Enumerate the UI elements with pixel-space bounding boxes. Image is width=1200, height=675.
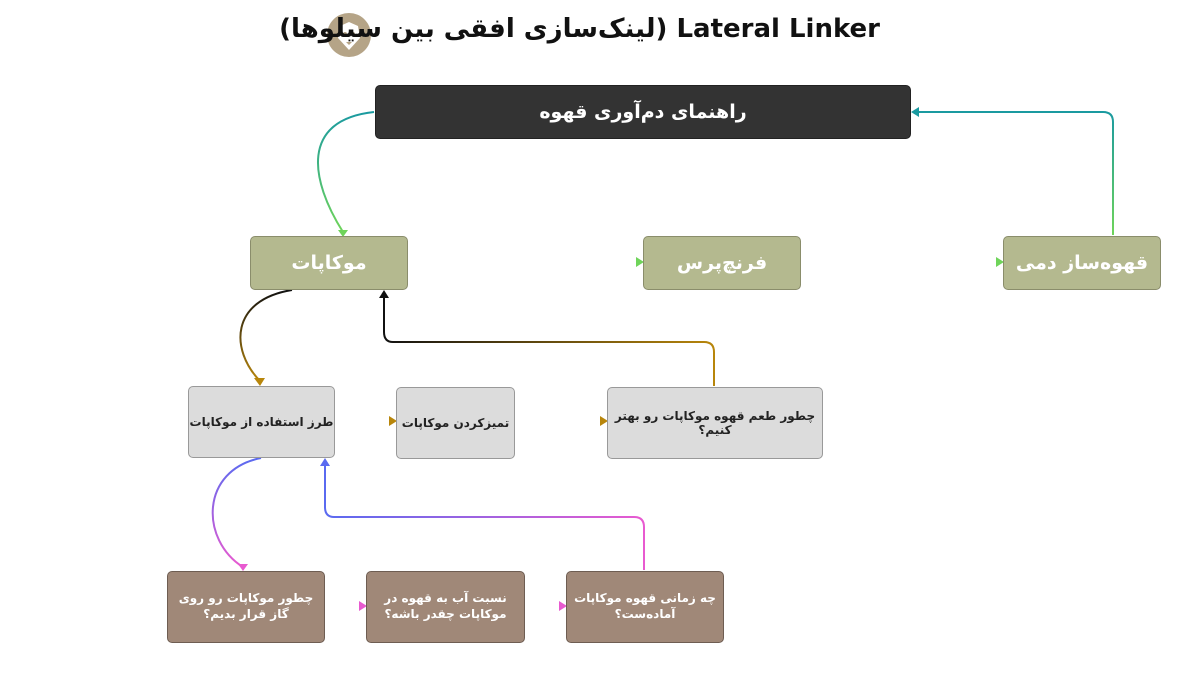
edge-espresso-guide: [916, 111, 1114, 235]
arrowhead: [389, 416, 397, 426]
edge-q3-usage: [324, 463, 645, 570]
node-q-ready[interactable]: چه زمانی قهوه موکاپات آماده‌ست؟: [566, 571, 724, 643]
arrowhead: [996, 257, 1004, 267]
arrowhead: [338, 230, 348, 237]
arrowhead: [379, 290, 389, 298]
edge-mokapot-usage: [239, 289, 293, 382]
page-title: Lateral Linker (لینک‌سازی افقی بین سیلوه…: [279, 14, 880, 44]
node-espresso-maker[interactable]: قهوه‌ساز دمی: [1003, 236, 1161, 290]
arrowhead: [238, 564, 248, 571]
arrowhead: [600, 416, 608, 426]
node-q-ratio[interactable]: نسبت آب به قهوه در موکاپات چقدر باشه؟: [366, 571, 525, 643]
edge-usage-q1: [211, 457, 262, 568]
lion-logo: [326, 12, 372, 58]
node-q-stove[interactable]: چطور موکاپات رو روی گاز قرار بدیم؟: [167, 571, 325, 643]
edge-taste-mokapot: [383, 295, 715, 386]
node-guide[interactable]: راهنمای دم‌آوری قهوه: [375, 85, 911, 139]
arrowhead: [254, 378, 265, 386]
arrowhead: [559, 601, 567, 611]
node-mokapot[interactable]: موکاپات: [250, 236, 408, 290]
node-frenchpress[interactable]: فرنچ‌پرس: [643, 236, 801, 290]
edge-guide-mokapot: [317, 111, 375, 233]
arrowhead: [911, 107, 919, 117]
node-cleaning[interactable]: تمیزکردن موکاپات: [396, 387, 515, 459]
node-taste[interactable]: چطور طعم قهوه موکاپات رو بهتر کنیم؟: [607, 387, 823, 459]
arrowhead: [320, 458, 330, 466]
arrowhead: [359, 601, 367, 611]
node-usage[interactable]: طرز استفاده از موکاپات: [188, 386, 335, 458]
arrowhead: [636, 257, 644, 267]
